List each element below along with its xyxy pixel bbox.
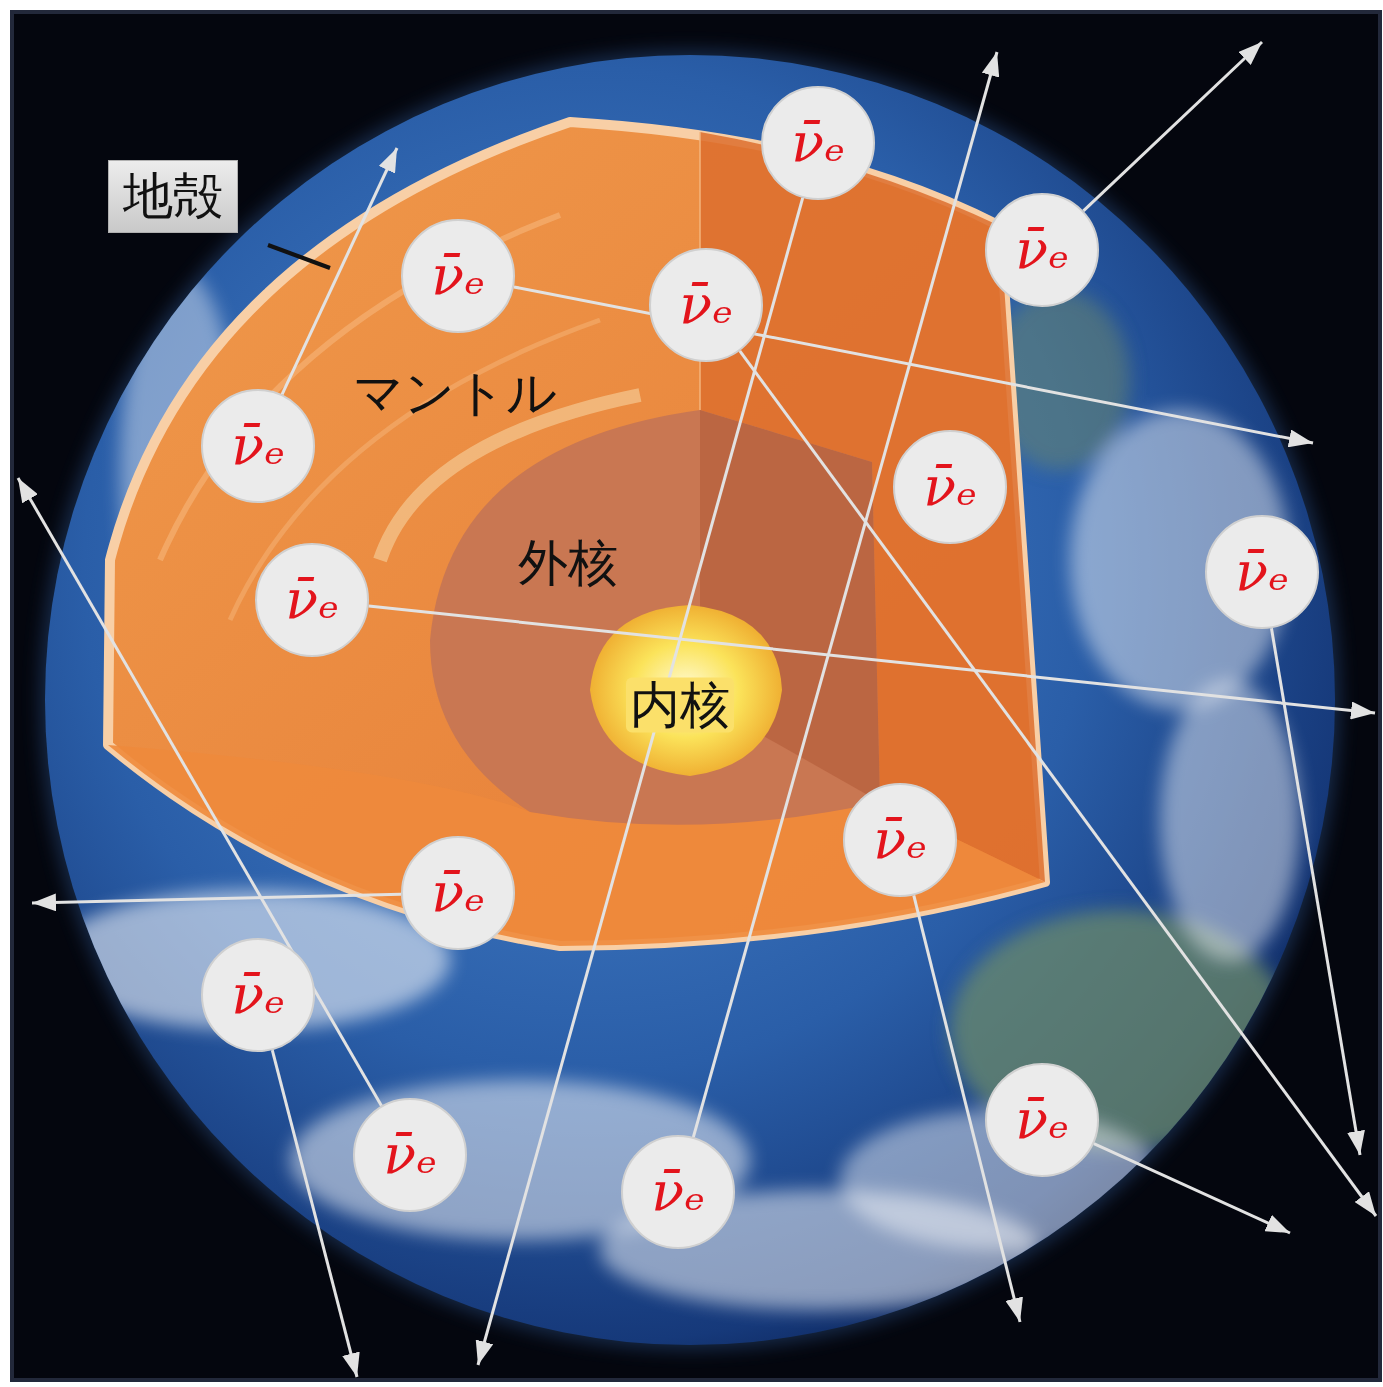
antineutrino-circle: ν̄ₑ	[201, 389, 315, 503]
particle-symbol: ν̄ₑ	[873, 813, 927, 867]
neutrino-track	[1094, 1144, 1290, 1233]
neutrino-track	[740, 351, 1376, 1216]
circle-shape	[762, 87, 874, 199]
particle-symbol: ν̄ₑ	[285, 573, 339, 627]
circle-shape	[650, 249, 762, 361]
circle-shape	[202, 390, 314, 502]
circle-shape	[894, 431, 1006, 543]
antineutrino-circle: ν̄ₑ	[255, 543, 369, 657]
neutrino-track	[693, 52, 997, 1137]
particle-symbol: ν̄ₑ	[231, 419, 285, 473]
particle-symbol: ν̄ₑ	[383, 1128, 437, 1182]
neutrino-track	[514, 287, 1313, 443]
particle-symbol: ν̄ₑ	[1235, 545, 1289, 599]
antineutrino-circle: ν̄ₑ	[201, 938, 315, 1052]
layer-name: マントル	[353, 366, 557, 421]
antineutrino-circle: ν̄ₑ	[985, 193, 1099, 307]
neutrino-track	[18, 478, 381, 1106]
circle-shape	[622, 1136, 734, 1248]
particle-symbol: ν̄ₑ	[231, 968, 285, 1022]
label-box: 地殻	[108, 160, 238, 233]
cloud	[1190, 1120, 1310, 1240]
atmosphere-glow	[40, 50, 1340, 1350]
circle-shape	[1206, 516, 1318, 628]
particle-symbol: ν̄ₑ	[1015, 1093, 1069, 1147]
antineutrino-circle: ν̄ₑ	[621, 1135, 735, 1249]
antineutrino-circle: ν̄ₑ	[893, 430, 1007, 544]
antineutrino-circle: ν̄ₑ	[353, 1098, 467, 1212]
neutrino-track	[32, 894, 401, 903]
circle-shape	[202, 939, 314, 1051]
particle-symbol: ν̄ₑ	[431, 249, 485, 303]
antineutrino-circle: ν̄ₑ	[761, 86, 875, 200]
antineutrino-circle: ν̄ₑ	[401, 219, 515, 333]
cloud	[1160, 680, 1300, 960]
circle-shape	[844, 784, 956, 896]
outer-core	[430, 410, 880, 825]
particle-symbol: ν̄ₑ	[923, 460, 977, 514]
antineutrino-circle: ν̄ₑ	[401, 836, 515, 950]
leader-line	[268, 245, 330, 268]
space-background	[12, 12, 1380, 1380]
cloud	[1070, 410, 1290, 710]
neutrino-tracks	[18, 42, 1376, 1377]
particle-symbol: ν̄ₑ	[791, 116, 845, 170]
part-name: 地殻	[123, 167, 223, 225]
earth-globe	[45, 55, 1335, 1345]
particle-symbol: ν̄ₑ	[1015, 223, 1069, 277]
antineutrino-circle: ν̄ₑ	[1205, 515, 1319, 629]
circle-shape	[986, 194, 1098, 306]
particle-symbol: ν̄ₑ	[651, 1165, 705, 1219]
particle-symbol: ν̄ₑ	[431, 866, 485, 920]
neutrino-track	[1083, 42, 1262, 211]
neutrino-track	[272, 1050, 357, 1377]
circle-shape	[402, 837, 514, 949]
antineutrino-circle: ν̄ₑ	[649, 248, 763, 362]
inner-core	[590, 605, 782, 776]
circle-shape	[402, 220, 514, 332]
circle-shape	[354, 1099, 466, 1211]
circle-shape	[256, 544, 368, 656]
antineutrino-circle: ν̄ₑ	[985, 1063, 1099, 1177]
neutrino-track	[282, 148, 397, 394]
clouds	[50, 270, 1310, 1310]
layer-name: 外核	[518, 536, 618, 591]
antineutrino-circle: ν̄ₑ	[843, 783, 957, 897]
neutrino-track	[369, 606, 1375, 713]
mantle-cutaway	[108, 122, 1045, 946]
layer-name: 内核	[626, 678, 734, 733]
particle-symbol: ν̄ₑ	[679, 278, 733, 332]
circle-shape	[986, 1064, 1098, 1176]
